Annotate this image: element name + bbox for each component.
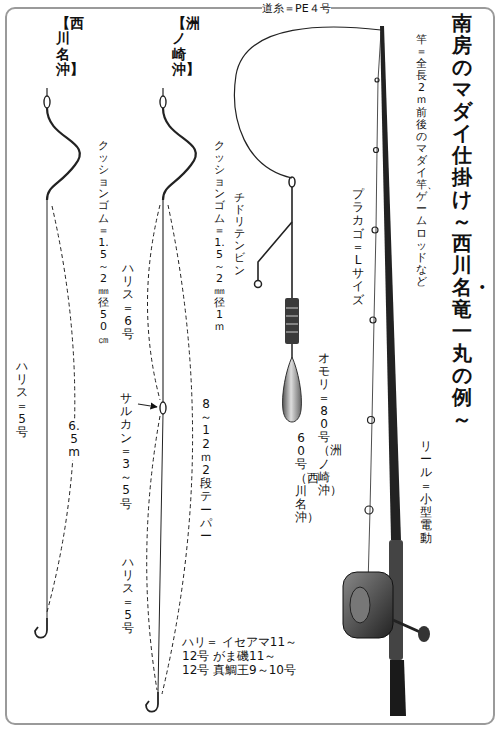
rig-nishikawana: [35, 88, 80, 638]
hook-label: ハリ＝ イセアマ11～12号 がま磯11～12号 真鯛王9～10号: [182, 636, 302, 677]
sinker: [283, 357, 302, 422]
dimension-label: 8～12ｍ 2段テーパー: [200, 398, 212, 543]
dimension-label: 6.5m: [68, 420, 80, 460]
line-label: 道糸＝PE４号: [262, 3, 331, 16]
sinker-label: オモリ＝80号（洲ノ崎沖）: [318, 352, 330, 497]
reel-label: リール＝小型電動: [420, 440, 432, 546]
line-on-rod: [368, 32, 381, 585]
rig-heading: 【西川名沖】: [56, 16, 70, 78]
tenbin-label: チドリテンビン: [234, 192, 245, 277]
swivel-label: サルカン＝3～5号: [120, 392, 132, 511]
cushion-label: クッションゴム＝1.5～2㎜径1ｍ: [214, 140, 225, 334]
title: 南房のマダイ仕掛け～西川名・竜一丸の例～: [452, 12, 472, 430]
leader-label: ハリス＝5号: [16, 360, 28, 439]
rig-sunosaki: [138, 88, 196, 712]
basket-label: プラカゴ＝Lサイズ: [352, 188, 364, 307]
main-line: [234, 27, 381, 178]
rod-label: 竿＝全長2ｍ前後のマダイ竿、ゲームロッドなど: [416, 34, 427, 288]
sinker-label: 60号（西川名沖）: [295, 432, 307, 524]
cushion-label: クッションゴム＝1.5～2㎜径50㎝: [98, 140, 109, 346]
plaka-go: [285, 298, 299, 358]
reel: [343, 572, 430, 642]
frame: [6, 8, 494, 724]
tenbin: [255, 177, 296, 298]
leader-label: ハリス＝5号: [122, 556, 134, 635]
rig-heading: 【洲ノ崎沖】: [172, 16, 186, 78]
leader-label: ハリス＝6号: [122, 262, 134, 341]
